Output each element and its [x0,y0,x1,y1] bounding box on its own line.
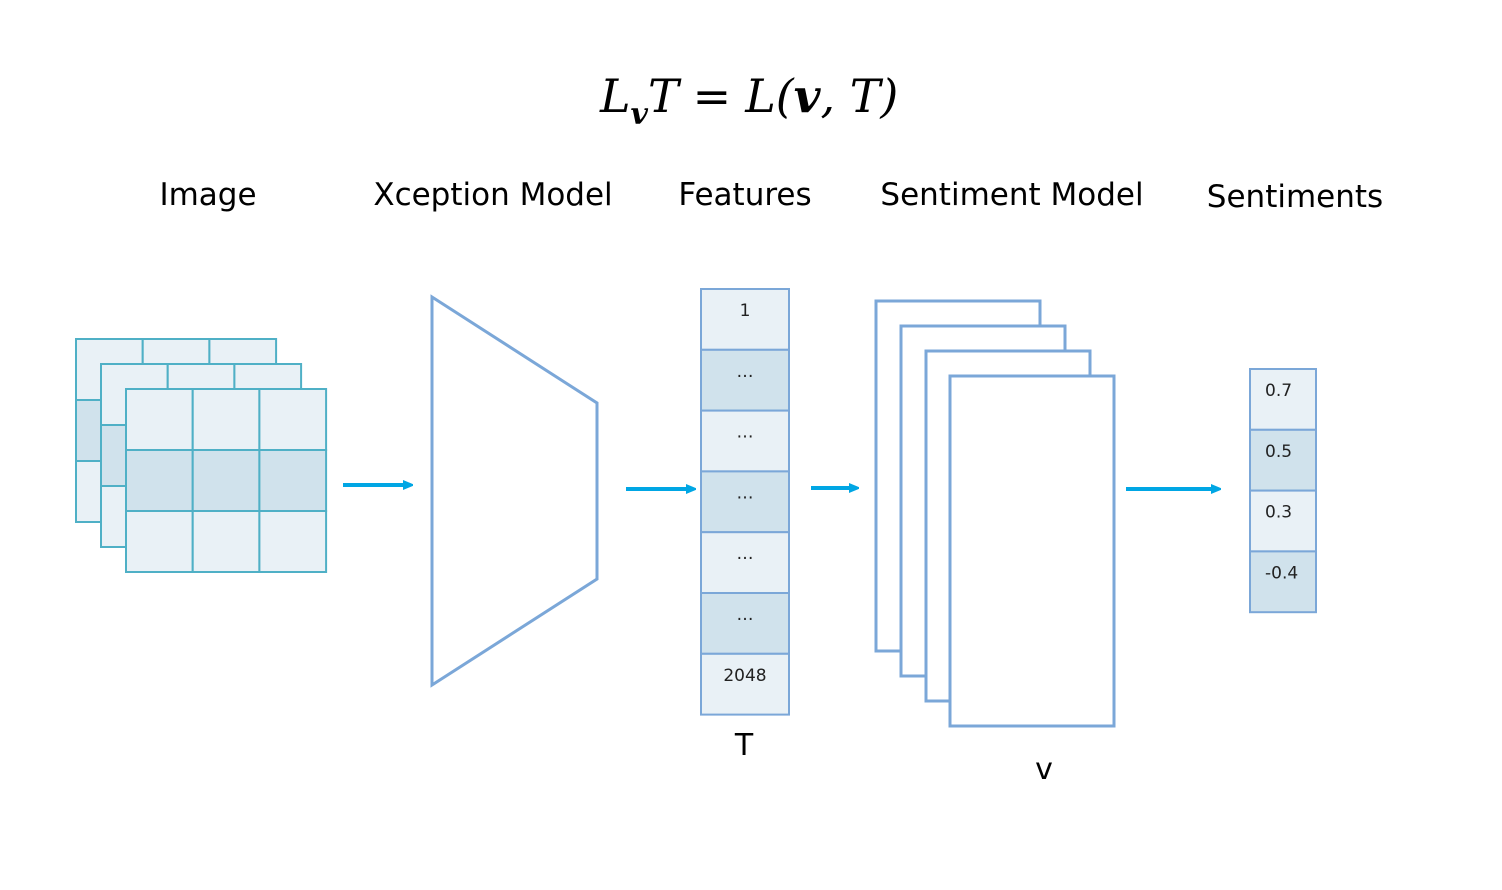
feature-cell [700,652,790,716]
formula-lhs-l: L [599,69,631,123]
formula-equals: = [693,69,732,123]
sentiment-value: 0.7 [1265,381,1292,401]
formula-rhs-l: L( [744,69,795,123]
image-stack [75,338,328,573]
image-pixel-cell [125,510,194,573]
feature-cell-label: … [737,483,754,503]
feature-cell-label: … [737,362,754,382]
sentiment-value: 0.3 [1265,503,1292,523]
formula-lhs-t: T [648,69,682,123]
feature-cell [700,531,790,595]
sentiment-model-label-v: v [1035,752,1053,787]
sentiment-cell [1249,550,1317,614]
feature-cell-label: … [737,423,754,443]
formula-lhs-subscript: v [631,97,649,132]
feature-cell [700,592,790,655]
feature-cell [700,470,790,534]
header-xception-model: Xception Model [373,177,612,213]
sentiment-model-layer [948,374,1116,728]
feature-cell-label: 2048 [723,666,766,686]
image-pixel-cell [258,388,328,451]
header-sentiment-model: Sentiment Model [880,177,1143,213]
formula-rhs-rest: , T) [820,69,898,123]
sentiment-cell [1249,489,1317,553]
image-pixel-cell [191,449,261,512]
sentiment-value: -0.4 [1265,563,1298,583]
image-pixel-cell [258,510,328,573]
image-pixel-cell [125,449,194,512]
image-pixel-cell [191,510,261,573]
feature-cell-label: … [737,605,754,625]
features-vector: 1 … … … … … 2048 [700,288,790,716]
image-channel-grid [125,388,328,573]
image-pixel-cell [258,449,328,512]
image-pixel-cell [125,388,194,451]
image-pixel-cell [191,388,261,451]
header-sentiments: Sentiments [1207,179,1383,215]
feature-cell-label: 1 [740,301,751,321]
xception-model-trapezoid [430,294,599,688]
formula-rhs-v: v [794,69,822,123]
sentiments-vector: 0.7 0.5 0.3 -0.4 [1249,368,1317,614]
formula: LvT=L(v, T) [599,69,898,132]
features-label-t: T [734,728,754,763]
sentiment-value: 0.5 [1265,442,1292,462]
header-features: Features [678,177,811,213]
svg-text:LvT=L(v, T): LvT=L(v, T) [599,69,898,132]
feature-cell-label: … [737,544,754,564]
sentiment-model-stack [874,299,1116,728]
feature-cell [700,348,790,412]
feature-cell [700,409,790,473]
header-image: Image [159,177,256,213]
